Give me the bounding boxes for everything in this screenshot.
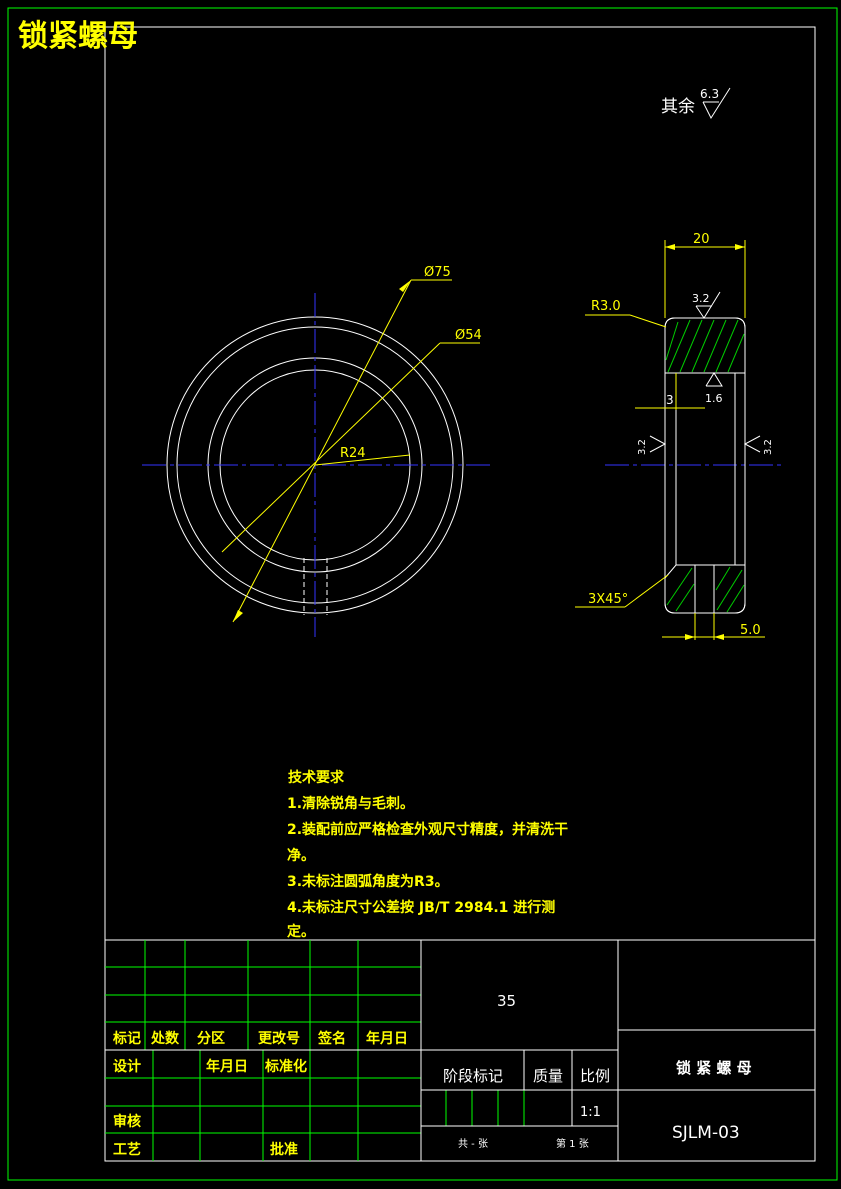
tech-line-1: 1.清除锐角与毛刺。	[287, 795, 414, 812]
h-zone: 分区	[197, 1031, 225, 1047]
title-block: 35 标记 处数 分区 更改号 签名 年月日 设计 年月日 标准化 审核 工艺 …	[104, 939, 816, 1162]
h-sign: 签名	[317, 1030, 346, 1047]
drawing-title: 锁紧螺母	[18, 19, 138, 54]
approve: 批准	[270, 1141, 298, 1158]
design: 设计	[113, 1058, 141, 1075]
dim-chamfer: 3X45°	[588, 592, 628, 607]
rough-1-6: 1.6	[705, 392, 723, 405]
rough-left: 3.2	[637, 439, 648, 455]
scale-value: 1:1	[580, 1105, 601, 1120]
sheet-number: 第 1 张	[556, 1137, 589, 1150]
roughness-label: 其余	[661, 97, 695, 117]
h-change: 更改号	[258, 1030, 300, 1047]
process: 工艺	[113, 1141, 141, 1158]
dim-width: 20	[693, 232, 710, 247]
date-2: 年月日	[206, 1058, 248, 1075]
h-date: 年月日	[366, 1030, 408, 1047]
rough-top: 3.2	[692, 292, 710, 305]
dim-3: 3	[666, 393, 674, 407]
front-view: Ø75 Ø54 R24	[142, 265, 492, 637]
dim-outer-diameter: Ø75	[424, 265, 451, 280]
material: 35	[497, 992, 516, 1010]
review: 审核	[113, 1113, 141, 1130]
dim-5: 5.0	[740, 623, 761, 638]
h-mark: 标记	[112, 1030, 141, 1047]
outer-frame	[7, 7, 838, 1181]
tech-requirements: 技术要求 1.清除锐角与毛刺。 2.装配前应严格检查外观尺寸精度，并清洗干 净。…	[287, 769, 568, 940]
scale-label: 比例	[580, 1067, 610, 1085]
stage-label: 阶段标记	[443, 1067, 503, 1085]
tech-heading: 技术要求	[288, 769, 345, 786]
mass-label: 质量	[533, 1067, 563, 1085]
drawing-code: SJLM-03	[672, 1123, 740, 1143]
part-name: 锁 紧 螺 母	[676, 1059, 752, 1077]
dim-inner-diameter: Ø54	[455, 328, 482, 343]
tech-line-3: 3.未标注圆弧角度为R3。	[287, 873, 449, 890]
tech-line-4b: 定。	[287, 923, 315, 940]
tech-line-2b: 净。	[287, 847, 315, 864]
standardization: 标准化	[264, 1058, 307, 1075]
dim-radius: R24	[340, 446, 366, 461]
roughness-value: 6.3	[700, 87, 719, 101]
dim-fillet: R3.0	[591, 299, 621, 314]
tech-line-4a: 4.未标注尺寸公差按 JB/T 2984.1 进行测	[287, 899, 555, 916]
general-roughness: 其余 6.3	[661, 87, 731, 120]
inner-frame	[104, 26, 816, 1162]
side-view: 20 R3.0 3.2 3 1.6 3.2 3.2 3X45° 5.0	[575, 232, 785, 640]
h-count: 处数	[150, 1030, 180, 1047]
tech-line-2a: 2.装配前应严格检查外观尺寸精度，并清洗干	[287, 821, 568, 838]
total-sheets: 共 - 张	[458, 1138, 488, 1150]
rough-right: 3.2	[763, 439, 774, 455]
